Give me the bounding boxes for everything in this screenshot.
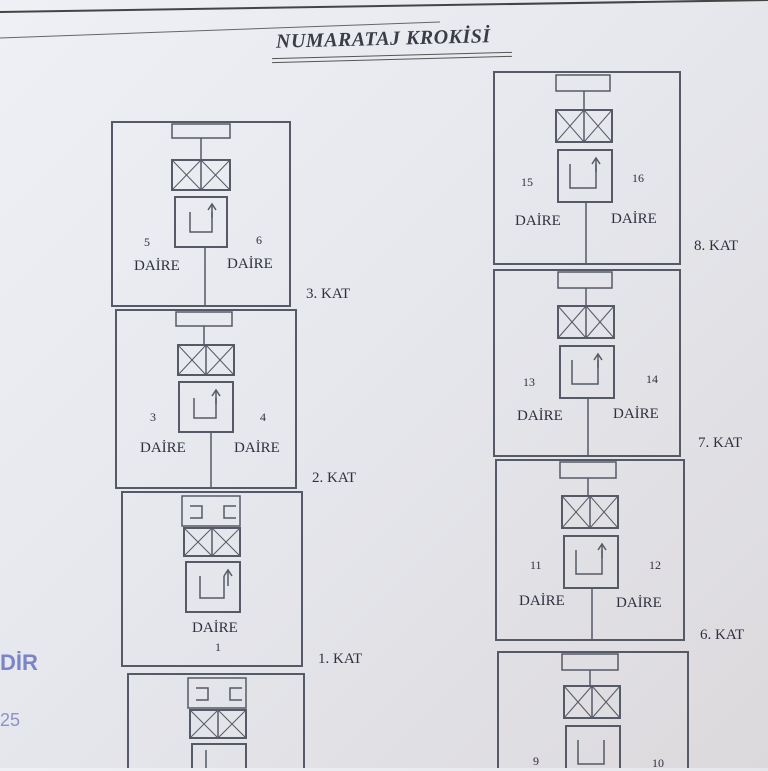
floor-label: 6. KAT (700, 627, 745, 643)
unit-label: DAİRE (192, 620, 238, 636)
unit-label: DAİRE (140, 440, 186, 456)
unit-number: 12 (649, 558, 661, 572)
floor-5-plan (497, 651, 689, 768)
official-stamp-number: 25 (0, 710, 21, 730)
floor-1-plan (121, 491, 303, 667)
unit-label: DAİRE (234, 440, 280, 456)
official-stamp-text: DİR (0, 650, 38, 675)
unit-label: DAİRE (515, 213, 561, 229)
floor-7-plan (493, 269, 681, 457)
unit-number: 3 (150, 410, 156, 424)
unit-number: 15 (521, 175, 533, 189)
floor-label: 3. KAT (306, 286, 351, 302)
unit-number: 1 (215, 640, 221, 654)
unit-number: 14 (646, 372, 658, 386)
unit-number: 13 (523, 375, 535, 389)
unit-label: DAİRE (519, 593, 565, 609)
unit-number: 9 (533, 754, 539, 768)
floor-3-plan (111, 121, 291, 307)
unit-number: 4 (260, 410, 266, 424)
ground-floor-plan (127, 673, 305, 768)
unit-label: DAİRE (613, 406, 659, 422)
unit-number: 11 (530, 558, 542, 572)
unit-number: 5 (144, 235, 150, 249)
unit-label: DAİRE (134, 258, 180, 274)
floor-label: 2. KAT (312, 470, 357, 486)
unit-number: 16 (632, 171, 644, 185)
unit-number: 10 (652, 756, 664, 770)
unit-label: DAİRE (517, 408, 563, 424)
unit-label: DAİRE (616, 595, 662, 611)
floor-8-plan (493, 71, 681, 265)
floor-label: 8. KAT (694, 238, 739, 254)
floor-2-plan (115, 309, 297, 489)
floor-label: 1. KAT (318, 651, 363, 667)
unit-label: DAİRE (611, 211, 657, 227)
unit-number: 6 (256, 233, 262, 247)
unit-label: DAİRE (227, 256, 273, 272)
floor-6-plan (495, 459, 685, 641)
floor-label: 7. KAT (698, 435, 743, 451)
